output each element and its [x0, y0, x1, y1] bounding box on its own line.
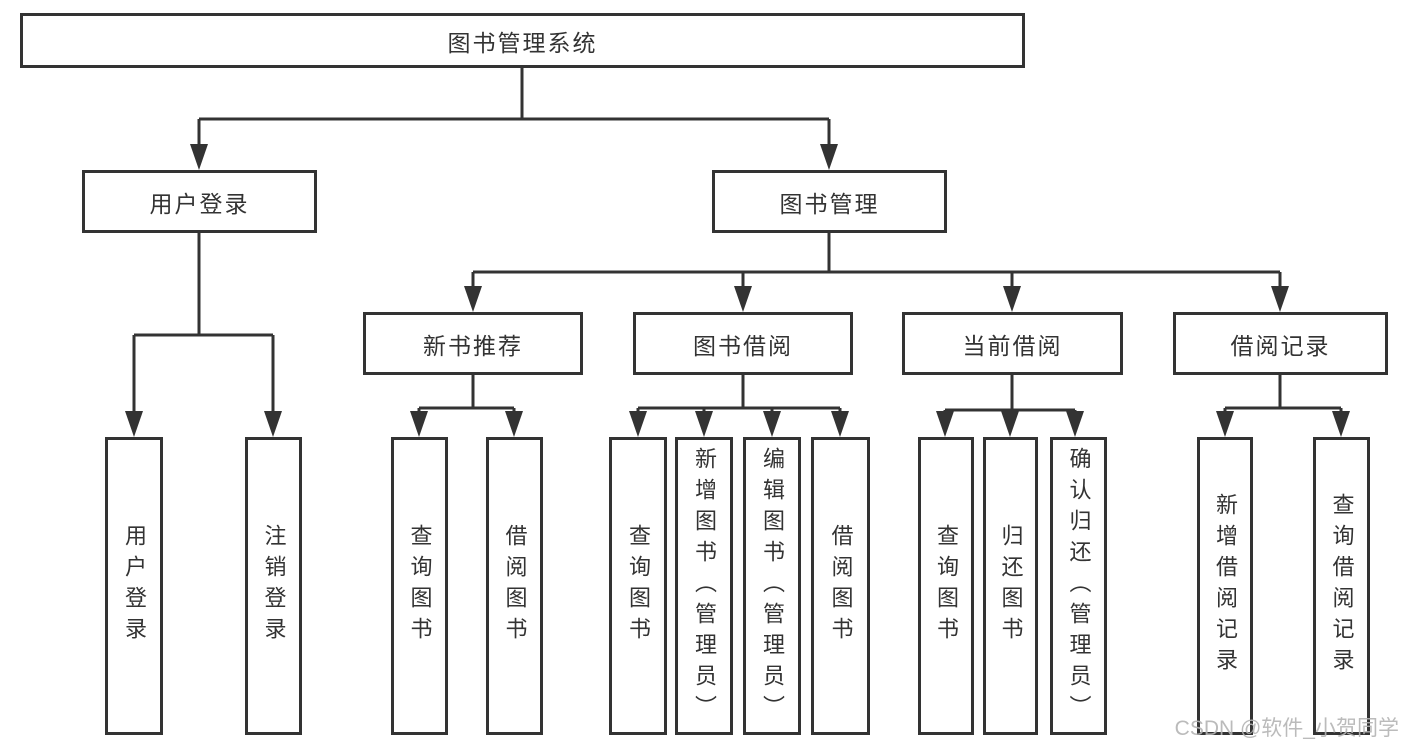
- node-library-management-system: 图书管理系统: [20, 13, 1025, 68]
- leaf-borrow-books-recommend: 借阅图书: [486, 437, 543, 735]
- node-current-borrowing: 当前借阅: [902, 312, 1123, 375]
- leaf-return-book: 归还图书: [983, 437, 1038, 735]
- node-book-borrowing: 图书借阅: [633, 312, 853, 375]
- leaf-add-borrow-record: 新增借阅记录: [1197, 437, 1253, 735]
- leaf-user-login: 用户登录: [105, 437, 163, 735]
- node-user-login-branch: 用户登录: [82, 170, 317, 233]
- leaf-logout: 注销登录: [245, 437, 302, 735]
- leaf-add-book-admin: 新增图书（管理员）: [675, 437, 733, 735]
- leaf-query-books-borrowing: 查询图书: [609, 437, 667, 735]
- leaf-edit-book-admin: 编辑图书（管理员）: [743, 437, 801, 735]
- leaf-confirm-return-admin: 确认归还（管理员）: [1050, 437, 1107, 735]
- leaf-query-borrow-record: 查询借阅记录: [1313, 437, 1370, 735]
- leaf-query-books-recommend: 查询图书: [391, 437, 448, 735]
- csdn-watermark: CSDN @软件_小贺同学: [1174, 717, 1399, 740]
- node-book-management-branch: 图书管理: [712, 170, 947, 233]
- leaf-query-books-current: 查询图书: [918, 437, 974, 735]
- node-new-book-recommendation: 新书推荐: [363, 312, 583, 375]
- leaf-borrow-books-borrowing: 借阅图书: [811, 437, 870, 735]
- node-borrowing-records: 借阅记录: [1173, 312, 1388, 375]
